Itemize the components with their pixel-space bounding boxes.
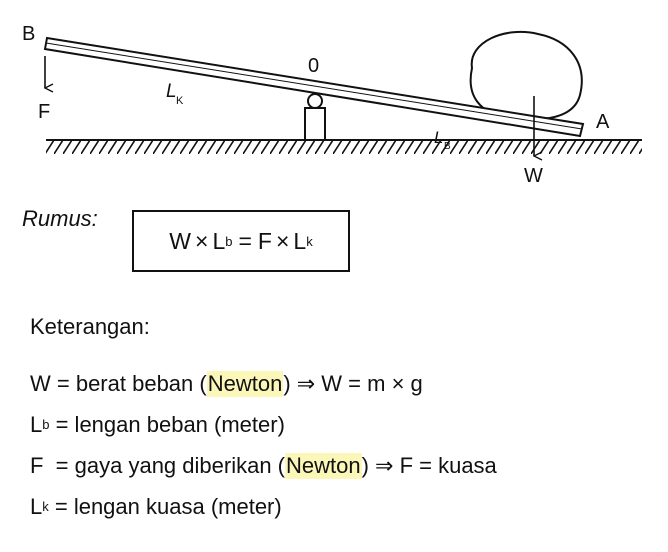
legend-highlight: Newton [285,452,362,479]
legend-symbol-sub: b [42,417,50,432]
label-Lb: L [434,128,443,147]
legend-symbol: L [30,411,43,437]
formula-sub-k: k [306,233,313,249]
label-W: W [524,165,543,187]
rock-load [469,30,583,121]
ground [46,139,642,154]
label-F: F [38,101,50,123]
fulcrum [304,93,326,141]
legend-text: = gaya yang diberikan ( [43,452,285,478]
label-Lb-sub: B [444,141,451,152]
formula-times: × [195,227,209,254]
legend-text: = lengan kuasa (meter) [48,493,282,519]
rumus-label: Rumus: [22,206,98,231]
lever-bar [43,36,585,138]
label-O: 0 [308,55,319,77]
formula-W: W [169,227,191,254]
lever-diagram: B A 0 F W L K L B [22,23,642,187]
legend-row-F: F = gaya yang diberikan (Newton) ⇒ F = k… [30,445,497,486]
formula-times-2: × [275,227,290,254]
label-Lk-sub: K [176,95,184,107]
legend-symbol-sub: k [42,499,49,514]
legend-symbol: L [30,493,43,519]
formula-L-2: L [293,227,307,254]
formula-L: L [212,227,226,254]
legend-text-post: ) ⇒ F = kuasa [361,452,497,478]
formula-F: F [257,227,272,254]
keterangan-title: Keterangan: [30,314,150,339]
formula-sub-b: b [225,233,233,249]
legend-symbol: F [30,452,44,478]
label-Lk: L [166,81,177,102]
label-B: B [22,23,35,45]
legend-row-W: W = berat beban (Newton) ⇒ W = m × g [30,363,497,404]
legend-symbol: W [30,370,51,396]
legend-text: = lengan beban (meter) [49,411,285,437]
formula-equals: = [238,227,252,254]
legend-text-post: ) ⇒ W = m × g [283,370,423,396]
label-A: A [596,111,610,133]
legend-highlight: Newton [206,370,284,397]
legend-text: = berat beban ( [50,370,207,396]
